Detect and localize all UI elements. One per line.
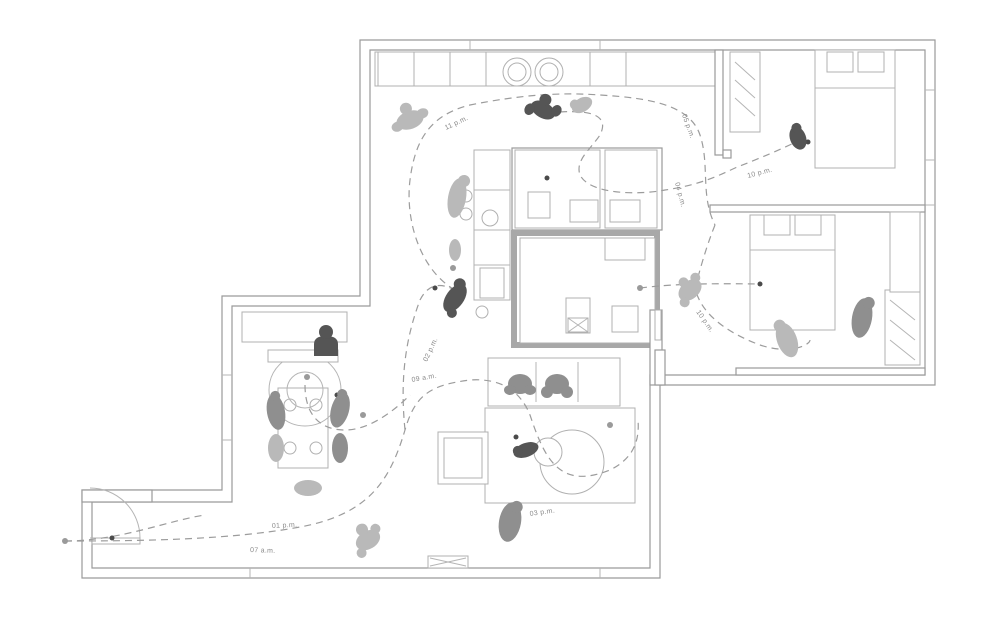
figure-dining-left bbox=[266, 390, 286, 430]
human-figures bbox=[266, 93, 875, 558]
figure-standing bbox=[447, 174, 471, 218]
figure-bedroom-dark bbox=[851, 296, 875, 338]
waypoint bbox=[450, 265, 456, 271]
figure-light-small bbox=[569, 96, 593, 114]
furniture bbox=[89, 49, 921, 569]
waypoint bbox=[62, 538, 68, 544]
path-dining-loop bbox=[304, 384, 411, 431]
waypoint bbox=[805, 139, 811, 145]
figure-dining-left-2 bbox=[268, 434, 284, 462]
time-label-0700: 07 a.m. bbox=[250, 547, 276, 555]
figure-dining-bottom bbox=[294, 480, 322, 496]
path-1100-loop bbox=[408, 93, 716, 291]
figure-dark-bedroom bbox=[789, 122, 807, 150]
figure-hallway bbox=[678, 272, 702, 308]
waypoint bbox=[544, 175, 550, 181]
waypoint bbox=[304, 374, 310, 380]
path-0900-to-1100 bbox=[402, 285, 456, 431]
path-bedroom2 bbox=[694, 224, 811, 350]
path-bed-loop bbox=[559, 111, 801, 194]
figure-dark-walking bbox=[443, 278, 467, 318]
waypoint bbox=[637, 285, 643, 291]
waypoint bbox=[432, 285, 438, 291]
figure-living-dark bbox=[512, 442, 539, 458]
figure-dining-right bbox=[330, 389, 350, 428]
time-label-0900: 09 a.m. bbox=[411, 373, 437, 384]
waypoint bbox=[360, 412, 366, 418]
figure-dining-dark bbox=[314, 325, 338, 356]
figure-dining-right-2 bbox=[332, 433, 348, 463]
time-label-0300: 03 p.m. bbox=[529, 508, 555, 518]
waypoint bbox=[109, 535, 115, 541]
figure-sofa-1 bbox=[504, 374, 536, 395]
figure-seated bbox=[449, 239, 461, 261]
figure-entrance bbox=[355, 523, 381, 558]
movement-path bbox=[64, 93, 811, 542]
path-entry-return bbox=[64, 514, 206, 542]
figure-walking-dark bbox=[524, 93, 562, 120]
waypoint bbox=[513, 434, 519, 440]
time-label-0100: 01 p.m. bbox=[272, 522, 298, 530]
waypoint bbox=[757, 281, 763, 287]
figure-living-walking bbox=[498, 500, 523, 542]
path-0700-to-0900 bbox=[64, 379, 639, 542]
waypoint bbox=[607, 422, 613, 428]
path-hall bbox=[639, 283, 761, 289]
figure-walking bbox=[391, 102, 429, 132]
figure-bedroom-light bbox=[773, 319, 799, 358]
figure-sofa-2 bbox=[541, 374, 573, 398]
